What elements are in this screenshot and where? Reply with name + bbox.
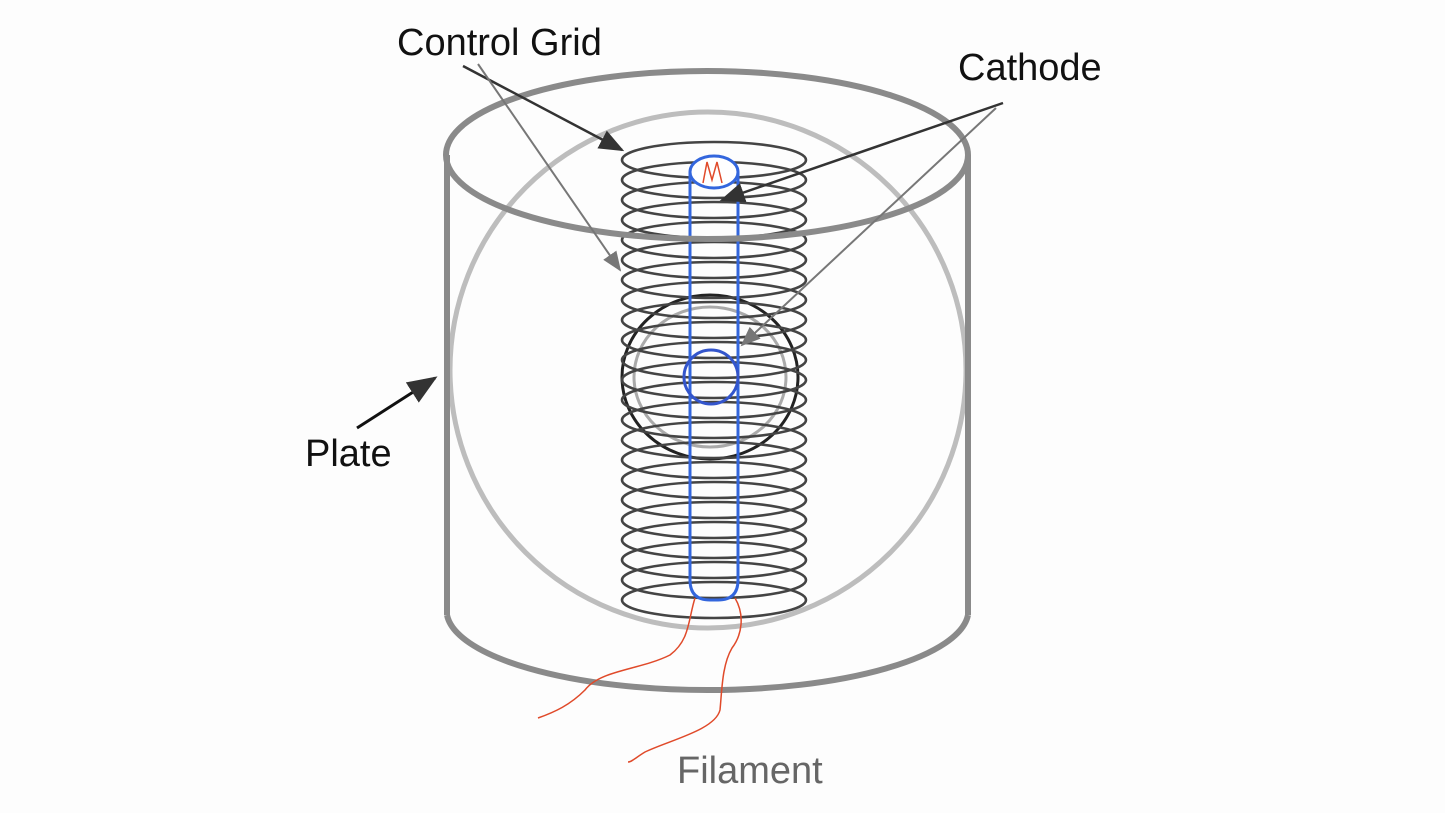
- cathode-tube: [688, 172, 740, 602]
- grid-turn: [620, 380, 808, 420]
- plate-bottom: [444, 614, 971, 694]
- cathode-cross-section: [682, 348, 740, 406]
- grid-turn: [620, 480, 808, 520]
- grid-turn: [620, 560, 808, 600]
- grid-turn: [620, 260, 808, 300]
- grid-turn: [620, 520, 808, 560]
- grid-turn: [620, 420, 808, 460]
- grid-turn: [620, 340, 808, 380]
- control-grid-arrow-2: [477, 63, 622, 272]
- grid-turn: [620, 320, 808, 360]
- grid-turn: [620, 300, 808, 340]
- inner-ring: [632, 305, 788, 449]
- control-grid-label: Control Grid: [397, 22, 602, 64]
- grid-turn: [620, 460, 808, 500]
- grid-turn: [620, 540, 808, 580]
- grid-turn: [620, 440, 808, 480]
- filament-lead-left: [537, 597, 696, 719]
- filament-zigzag: [702, 161, 723, 184]
- plate-label: Plate: [305, 433, 392, 475]
- grid-turn: [620, 360, 808, 400]
- filament-lead-right: [627, 597, 742, 763]
- grid-turn: [620, 220, 808, 260]
- grid-turn: [620, 240, 808, 280]
- grid-turn: [620, 400, 808, 440]
- plate-arrow: [356, 376, 438, 430]
- grid-turn: [620, 580, 808, 620]
- plate-cross-section-circle: [447, 109, 969, 631]
- cathode-arrow-2: [740, 107, 997, 347]
- cathode-arrow: [719, 101, 1004, 203]
- cathode-label: Cathode: [958, 47, 1102, 89]
- grid-turn: [620, 200, 808, 240]
- plate-top: [443, 68, 971, 242]
- grid-turn: [620, 500, 808, 540]
- filament-label: Filament: [677, 750, 823, 792]
- control-grid-coil: [620, 140, 808, 620]
- grid-turn: [620, 280, 808, 320]
